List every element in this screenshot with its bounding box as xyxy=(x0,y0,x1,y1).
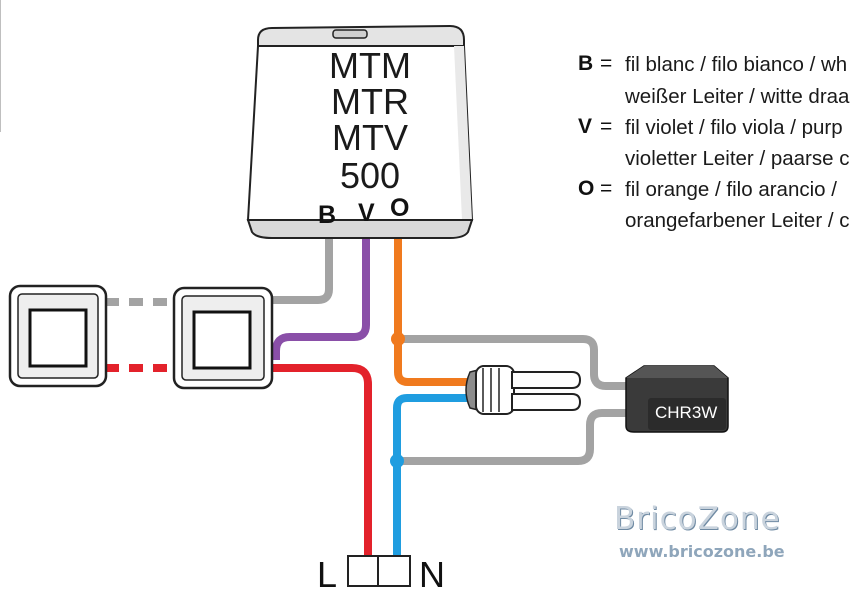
legend-b-line-2: weißer Leiter / witte draa xyxy=(625,85,850,108)
module-terminal-b: B xyxy=(318,201,337,229)
legend-eq-b: = xyxy=(600,52,613,75)
legend-b-line-1: fil blanc / filo bianco / wh xyxy=(625,53,848,76)
module-model-line-4: 500 xyxy=(339,155,401,196)
wire-blue-n xyxy=(393,394,470,556)
module-model-line-2: MTR xyxy=(331,81,409,122)
supply-label-l: L xyxy=(317,554,338,595)
lamp xyxy=(465,365,582,415)
module-box xyxy=(246,24,474,239)
module-model-line-3: MTV xyxy=(332,117,408,158)
wire-violet-v xyxy=(272,232,370,360)
legend-eq-v: = xyxy=(600,115,613,138)
legend-v-line-1: fil violet / filo viola / purp xyxy=(625,116,843,139)
supply-label-n: N xyxy=(419,554,445,595)
chr3w-label: CHR3W xyxy=(655,403,718,422)
switch-right xyxy=(172,286,274,390)
wire-gray-orange-junction xyxy=(398,335,628,390)
junction-dot-orange xyxy=(391,332,405,346)
module-model-line-1: MTM xyxy=(329,45,411,86)
watermark-brand: BricoZone xyxy=(614,501,781,537)
page-edge-line xyxy=(0,0,1,132)
legend-key-v: V xyxy=(578,115,593,138)
chr3w-device xyxy=(625,365,729,433)
legend-key-o: O xyxy=(578,177,595,200)
switch-left xyxy=(8,284,108,388)
watermark-url: www.bricozone.be xyxy=(619,542,785,561)
legend-v-line-2: violetter Leiter / paarse c xyxy=(625,147,850,170)
module-terminal-v: V xyxy=(358,199,375,227)
legend-o-line-2: orangefarbener Leiter / c xyxy=(625,209,850,232)
legend-key-b: B xyxy=(578,52,594,75)
wire-gray-blue-junction xyxy=(397,409,628,465)
legend-o-line-1: fil orange / filo arancio / xyxy=(625,178,837,201)
legend-eq-o: = xyxy=(600,177,613,200)
module-terminal-o: O xyxy=(390,194,410,222)
wire-red-l xyxy=(268,364,372,556)
wire-orange-o xyxy=(394,232,470,386)
junction-dot-blue xyxy=(390,454,404,468)
wire-gray-b xyxy=(270,232,333,304)
terminal-block xyxy=(347,555,411,587)
